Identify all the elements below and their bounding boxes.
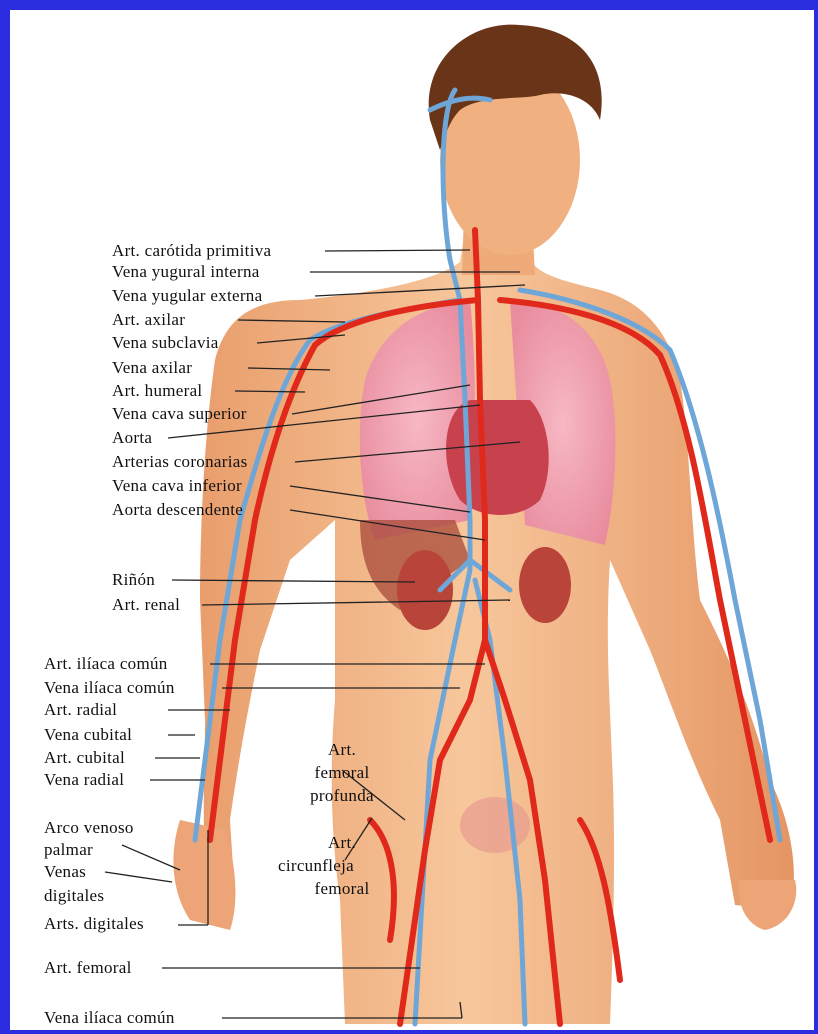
label-femoral-profunda-line3: profunda <box>282 786 402 805</box>
label-venas-digitales-line2: digitales <box>44 886 104 905</box>
label-rinon: Riñón <box>112 570 155 589</box>
kidney-right <box>519 547 571 623</box>
label-art-femoral: Art. femoral <box>44 958 132 977</box>
pelvic-organ <box>460 797 530 853</box>
label-aorta: Aorta <box>112 428 152 447</box>
label-arco-venoso-line2: palmar <box>44 840 93 859</box>
label-art-renal: Art. renal <box>112 595 180 614</box>
label-art-radial: Art. radial <box>44 700 117 719</box>
label-vena-cava-inferior: Vena cava inferior <box>112 476 242 495</box>
label-circunfleja-line3: femoral <box>282 879 402 898</box>
label-femoral-profunda-line1: Art. <box>282 740 402 759</box>
heart <box>446 400 549 515</box>
label-art-iliaca-comun: Art. ilíaca común <box>44 654 168 673</box>
label-vena-cubital: Vena cubital <box>44 725 132 744</box>
label-vena-iliaca-comun: Vena ilíaca común <box>44 678 175 697</box>
label-vena-axilar: Vena axilar <box>112 358 192 377</box>
label-circunfleja-line2: circunfleja <box>236 856 396 875</box>
label-art-axilar: Art. axilar <box>112 310 185 329</box>
label-vena-subclavia: Vena subclavia <box>112 333 219 352</box>
label-vena-cava-superior: Vena cava superior <box>112 404 247 423</box>
label-vena-yugular-externa: Vena yugular externa <box>112 286 262 305</box>
label-art-humeral: Art. humeral <box>112 381 202 400</box>
label-art-cubital: Art. cubital <box>44 748 125 767</box>
label-vena-yugular-interna: Vena yugural interna <box>112 262 260 281</box>
label-arts-digitales: Arts. digitales <box>44 914 144 933</box>
label-vena-radial: Vena radial <box>44 770 124 789</box>
label-aorta-descendente: Aorta descendente <box>112 500 243 519</box>
label-vena-iliaca-comun-bottom: Vena ilíaca común <box>44 1008 175 1027</box>
label-femoral-profunda-line2: femoral <box>282 763 402 782</box>
label-venas-digitales-line1: Venas <box>44 862 86 881</box>
label-carotida-primitiva: Art. carótida primitiva <box>112 241 271 260</box>
label-arterias-coronarias: Arterias coronarias <box>112 452 248 471</box>
kidney-left <box>397 550 453 630</box>
label-arco-venoso-line1: Arco venoso <box>44 818 134 837</box>
label-circunfleja-line1: Art. <box>282 833 402 852</box>
